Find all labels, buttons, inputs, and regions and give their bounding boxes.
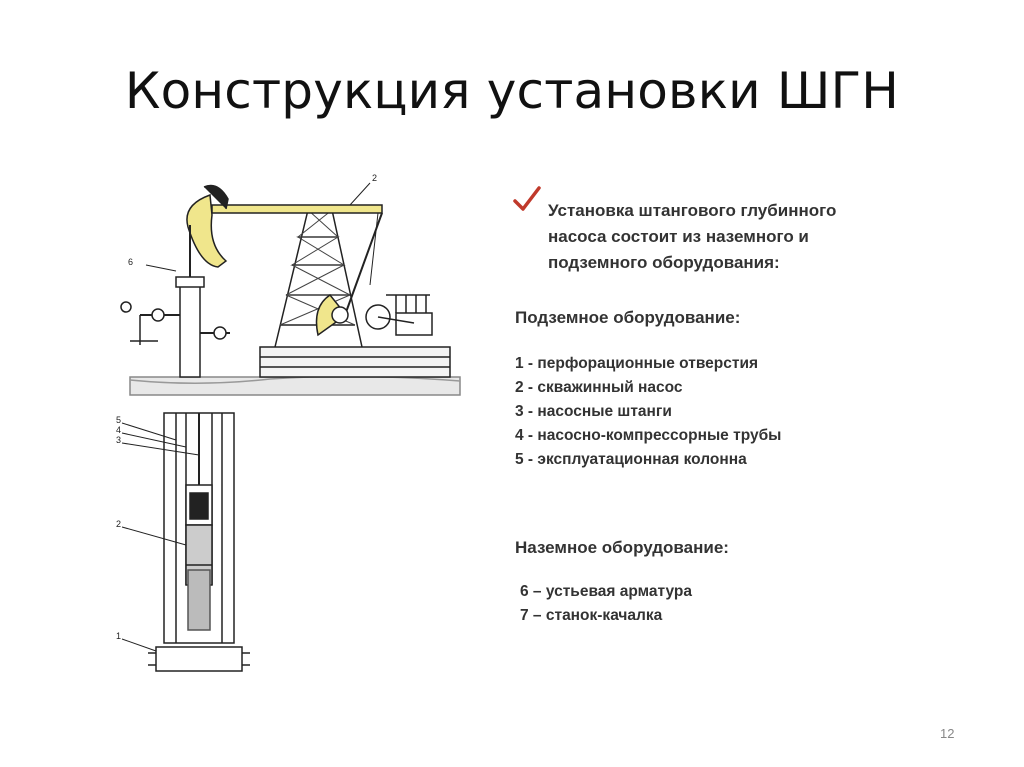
list-item: 4 - насосно-компрессорные трубы bbox=[515, 427, 782, 444]
diagram-label-2: 2 bbox=[116, 519, 121, 529]
ground-surface bbox=[129, 376, 461, 396]
diagram-label-2-top: 2 bbox=[372, 173, 377, 183]
perforations bbox=[155, 646, 243, 672]
intro-line: насоса состоит из наземного и bbox=[548, 227, 809, 246]
diagram-label-1: 1 bbox=[116, 631, 121, 641]
list-item: 2 - скважинный насос bbox=[515, 379, 683, 396]
intro-text: Установка штангового глубинного насоса с… bbox=[548, 198, 948, 276]
underground-heading: Подземное оборудование: bbox=[515, 308, 741, 327]
surface-heading: Наземное оборудование: bbox=[515, 538, 729, 557]
list-item: 3 - насосные штанги bbox=[515, 403, 672, 420]
diagram-label-6: 6 bbox=[128, 257, 133, 267]
list-item: 1 - перфорационные отверстия bbox=[515, 355, 759, 372]
diagram-label-3: 3 bbox=[116, 435, 121, 445]
wellhead bbox=[179, 284, 201, 378]
page-number: 12 bbox=[940, 726, 955, 741]
intro-line: Установка штангового глубинного bbox=[548, 201, 837, 220]
diagram-label-5: 5 bbox=[116, 415, 121, 425]
diagram-label-4: 4 bbox=[116, 425, 121, 435]
list-item: 7 – станок-качалка bbox=[520, 607, 663, 624]
list-item: 5 - эксплуатационная колонна bbox=[515, 451, 747, 468]
motor bbox=[395, 312, 433, 336]
list-item: 6 – устьевая арматура bbox=[520, 583, 692, 600]
surface-list: 6 – устьевая арматура 7 – станок-качалка bbox=[520, 580, 692, 628]
slide-title: Конструкция установки ШГН bbox=[124, 62, 900, 120]
checkmark-icon bbox=[513, 186, 541, 211]
intro-line: подземного оборудования: bbox=[548, 253, 780, 272]
unit-base bbox=[259, 346, 451, 378]
underground-list: 1 - перфорационные отверстия 2 - скважин… bbox=[515, 352, 781, 472]
walking-beam bbox=[211, 204, 383, 214]
pumpjack-diagram: 6 2 5 4 3 2 1 bbox=[116, 173, 461, 672]
horse-head bbox=[186, 193, 228, 268]
